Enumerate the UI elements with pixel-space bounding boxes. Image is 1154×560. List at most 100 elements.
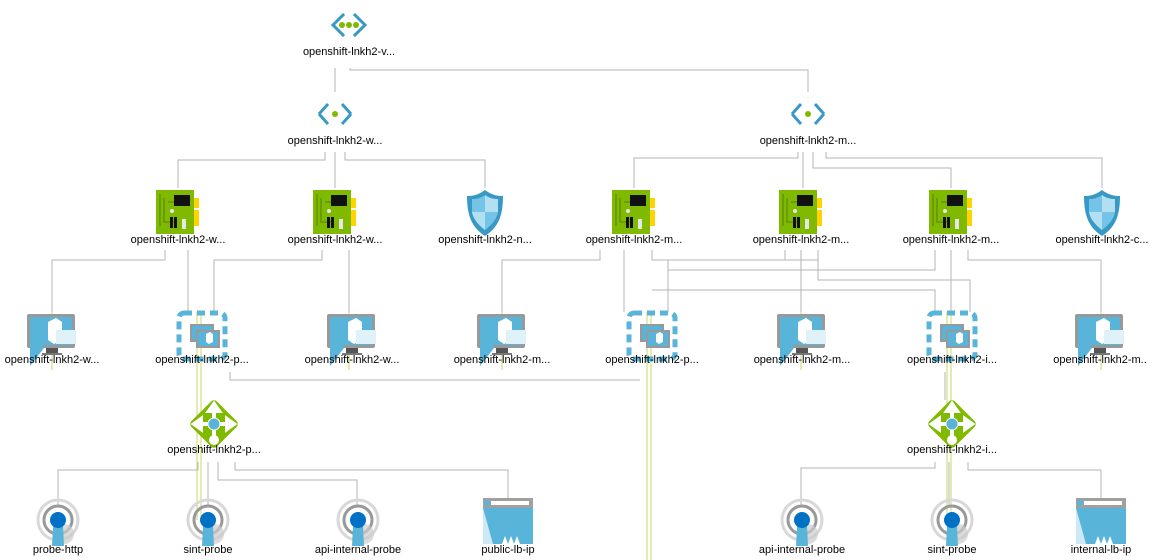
- node-label: openshift-lnkh2-m...: [586, 234, 683, 246]
- node-pool-p1[interactable]: openshift-lnkh2-p...: [155, 310, 249, 366]
- node-vm-w1[interactable]: openshift-lnkh2-w...: [5, 314, 100, 366]
- health-probe-icon[interactable]: [36, 498, 80, 546]
- virtual-machine-icon[interactable]: [1075, 314, 1124, 366]
- shield-icon[interactable]: [467, 190, 503, 236]
- node-label: openshift-lnkh2-p...: [605, 354, 699, 366]
- node-lb-p[interactable]: openshift-lnkh2-p...: [167, 399, 261, 456]
- node-nic-m2[interactable]: openshift-lnkh2-m...: [753, 190, 850, 246]
- node-label: internal-lb-ip: [1071, 544, 1132, 556]
- edge-subnet-w-nic-w1: [177, 152, 326, 188]
- node-nic-m3[interactable]: openshift-lnkh2-m...: [903, 190, 1000, 246]
- node-label: openshift-lnkh2-i...: [907, 444, 997, 456]
- edge-nic-m3-vm-m3: [967, 250, 1102, 312]
- edge-nic-m1-pool-i: [651, 250, 971, 312]
- node-subnet-w[interactable]: openshift-lnkh2-w...: [288, 102, 383, 147]
- connectors: [0, 68, 1154, 505]
- node-label: openshift-lnkh2-w...: [288, 234, 383, 246]
- edge-subnet-m-nic-m1: [633, 152, 799, 188]
- node-vm-m3[interactable]: openshift-lnkh2-m..: [1053, 314, 1147, 366]
- node-label: openshift-lnkh2-m...: [753, 234, 850, 246]
- edge-lb-p-api-internal: [217, 462, 358, 505]
- public-ip-icon[interactable]: [1076, 498, 1126, 544]
- node-vm-m1[interactable]: openshift-lnkh2-m...: [454, 314, 551, 366]
- edge-nsg-n-vm-m1: [501, 250, 601, 312]
- node-label: openshift-lnkh2-m...: [903, 234, 1000, 246]
- edge-subnet-m-nic-m3: [812, 152, 952, 188]
- edge-subnet-w-nsg-n: [344, 152, 486, 188]
- node-internal-lb-ip[interactable]: internal-lb-ip: [1071, 498, 1132, 556]
- node-vm-w2[interactable]: openshift-lnkh2-w...: [305, 314, 400, 366]
- network-interface-icon[interactable]: [156, 190, 199, 234]
- node-nic-w2[interactable]: openshift-lnkh2-w...: [288, 190, 383, 246]
- node-label: sint-probe: [928, 544, 977, 556]
- network-interface-icon[interactable]: [779, 190, 822, 234]
- node-vm-m2[interactable]: openshift-lnkh2-m...: [754, 314, 851, 366]
- edge-nic-w2-pool-p1: [213, 250, 323, 312]
- edge-lb-p-probe-http: [57, 462, 199, 505]
- edge-nic-m3-pool-p2: [668, 250, 936, 271]
- health-probe-icon[interactable]: [336, 498, 380, 546]
- edge-subnet-m-nsg-c: [825, 152, 1103, 188]
- node-probe-http[interactable]: probe-http: [33, 498, 83, 556]
- node-public-lb-ip[interactable]: public-lb-ip: [481, 498, 535, 556]
- node-pool-i[interactable]: openshift-lnkh2-i...: [907, 310, 997, 366]
- edge-lb-i-api-internal: [800, 462, 936, 505]
- node-api-internal-probe-2[interactable]: api-internal-probe: [759, 498, 845, 556]
- network-interface-icon[interactable]: [612, 190, 655, 234]
- node-lb-i[interactable]: openshift-lnkh2-i...: [907, 399, 997, 456]
- health-probe-icon[interactable]: [930, 498, 974, 546]
- edge-vnet-subnet-m: [349, 68, 809, 92]
- network-interface-icon[interactable]: [929, 190, 972, 234]
- node-label: openshift-lnkh2-i...: [907, 354, 997, 366]
- node-label: openshift-lnkh2-m...: [760, 135, 857, 147]
- node-vnet[interactable]: openshift-lnkh2-v...: [303, 12, 395, 58]
- load-balancer-icon[interactable]: [927, 399, 978, 450]
- health-probe-icon[interactable]: [780, 498, 824, 546]
- node-label: openshift-lnkh2-m...: [454, 354, 551, 366]
- node-nic-m1[interactable]: openshift-lnkh2-m...: [586, 190, 683, 246]
- network-interface-icon[interactable]: [313, 190, 356, 234]
- node-label: api-internal-probe: [759, 544, 845, 556]
- node-label: openshift-lnkh2-w...: [5, 354, 100, 366]
- virtual-machine-icon[interactable]: [27, 314, 76, 366]
- node-label: sint-probe: [184, 544, 233, 556]
- backend-pool-icon[interactable]: [626, 310, 678, 362]
- edge-lb-p-public-ip: [234, 462, 509, 500]
- edge-pool-p2-pool-i: [652, 289, 936, 312]
- node-nsg-n[interactable]: openshift-lnkh2-n...: [438, 190, 532, 246]
- node-label: openshift-lnkh2-p...: [167, 444, 261, 456]
- backend-pool-icon[interactable]: [176, 310, 228, 362]
- node-label: probe-http: [33, 544, 83, 556]
- node-label: openshift-lnkh2-c...: [1056, 234, 1149, 246]
- node-label: api-internal-probe: [315, 544, 401, 556]
- virtual-machine-icon[interactable]: [327, 314, 376, 366]
- node-subnet-m[interactable]: openshift-lnkh2-m...: [760, 102, 857, 147]
- shield-icon[interactable]: [1084, 190, 1120, 236]
- node-label: openshift-lnkh2-m..: [1053, 354, 1147, 366]
- edge-nic-m2-pool-p2a: [667, 250, 786, 312]
- node-pool-p2[interactable]: openshift-lnkh2-p...: [605, 310, 699, 366]
- vnet-icon[interactable]: [330, 12, 368, 38]
- load-balancer-icon[interactable]: [189, 399, 240, 450]
- node-label: openshift-lnkh2-w...: [131, 234, 226, 246]
- node-label: openshift-lnkh2-n...: [438, 234, 532, 246]
- edge-lb-i-internal-ip: [967, 462, 1102, 500]
- subnet-icon[interactable]: [317, 102, 353, 126]
- node-nsg-c[interactable]: openshift-lnkh2-c...: [1056, 190, 1149, 246]
- node-label: public-lb-ip: [481, 544, 534, 556]
- node-nic-w1[interactable]: openshift-lnkh2-w...: [131, 190, 226, 246]
- node-label: openshift-lnkh2-v...: [303, 46, 395, 58]
- edge-nic-w1-vm-w1: [51, 250, 166, 312]
- node-sint-probe-1[interactable]: sint-probe: [184, 498, 233, 556]
- health-probe-icon[interactable]: [186, 498, 230, 546]
- backend-pool-icon[interactable]: [926, 310, 978, 362]
- virtual-machine-icon[interactable]: [777, 314, 826, 366]
- virtual-machine-icon[interactable]: [477, 314, 526, 366]
- node-api-internal-probe-1[interactable]: api-internal-probe: [315, 498, 401, 556]
- public-ip-icon[interactable]: [483, 498, 533, 544]
- node-sint-probe-2[interactable]: sint-probe: [928, 498, 977, 556]
- subnet-icon[interactable]: [790, 102, 826, 126]
- node-label: openshift-lnkh2-p...: [155, 354, 249, 366]
- edge-pool-p1-lb-p: [229, 372, 640, 381]
